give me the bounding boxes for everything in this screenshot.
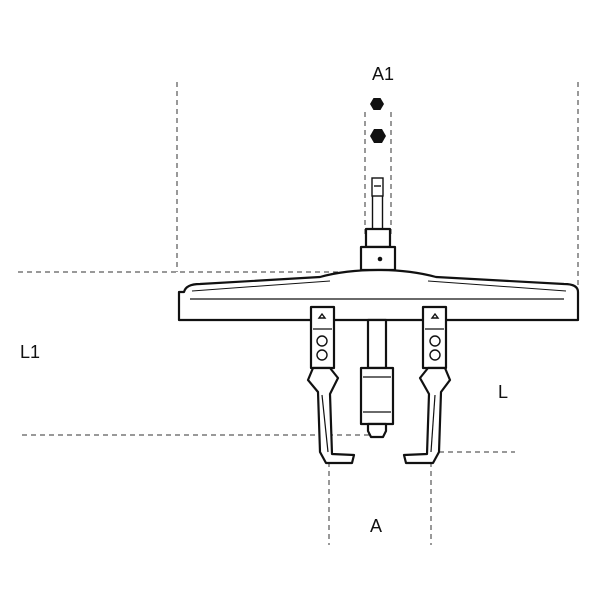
label-l: L <box>498 382 508 402</box>
spindle-hex-nut <box>364 227 392 249</box>
left-jaw <box>306 305 356 465</box>
label-l1: L1 <box>20 342 40 362</box>
spindle-lower <box>359 318 395 439</box>
beam-body <box>177 268 580 322</box>
label-a1: A1 <box>372 64 394 84</box>
spindle-lower-shaft <box>366 318 388 370</box>
boss-pin <box>377 256 383 262</box>
large-hex-icon <box>370 129 386 143</box>
left-jaw-arm <box>306 366 356 465</box>
right-jaw <box>402 305 452 465</box>
label-a: A <box>370 516 382 536</box>
cross-beam <box>177 268 580 322</box>
left-jaw-bolt-bottom <box>316 349 328 361</box>
spindle-sleeve <box>359 366 395 426</box>
right-jaw-bolt-top <box>429 335 441 347</box>
right-jaw-arm <box>402 366 452 465</box>
right-jaw-bolt-bottom <box>429 349 441 361</box>
left-jaw-bolt-top <box>316 335 328 347</box>
dimension-lines <box>18 82 579 545</box>
spindle <box>359 177 397 272</box>
spindle-tip <box>371 177 384 197</box>
spindle-point <box>366 422 388 439</box>
small-hex-icon <box>370 98 384 110</box>
